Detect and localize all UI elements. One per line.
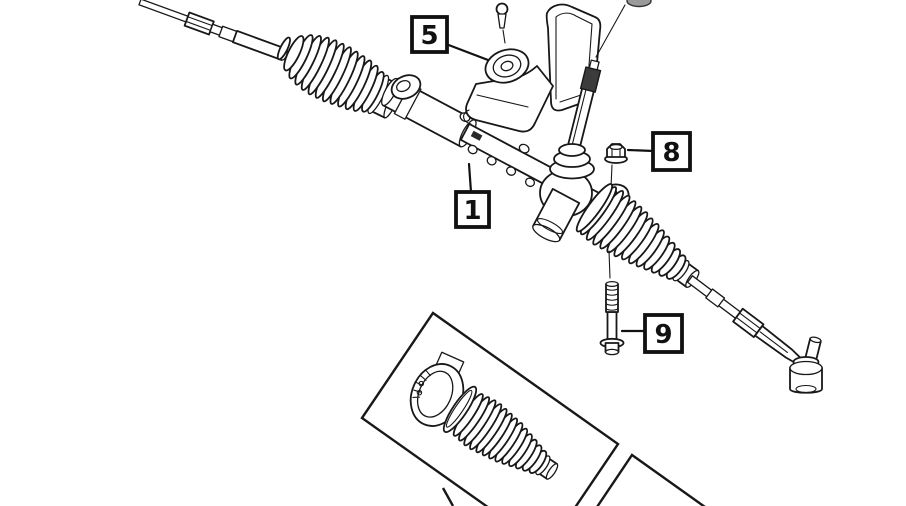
boot-kit-box <box>360 311 620 506</box>
callout-8-label: 8 <box>662 138 680 168</box>
callout-5-leader <box>444 42 490 62</box>
shaft-base-collar <box>558 143 586 157</box>
valve-lower-cap <box>532 188 581 243</box>
clamp-inner-ring <box>416 370 454 418</box>
right-inner-tie-rod <box>686 275 802 365</box>
callout-1-label: 1 <box>463 196 481 226</box>
right-boot-big-end <box>575 183 614 233</box>
left-rod-hex-adjuster <box>183 11 215 36</box>
left-inner-tie-rod <box>138 0 288 61</box>
kit-box-partial-edge <box>441 487 455 506</box>
bolt-leader-line <box>608 250 611 279</box>
right-rod-step <box>705 288 726 308</box>
callout-9-box[interactable] <box>643 313 684 354</box>
callout-5-label: 5 <box>420 21 438 51</box>
tie-rod-end <box>789 336 823 394</box>
column-stub-cutoff <box>626 0 652 8</box>
bracket-screw <box>495 2 509 44</box>
kit-boot-open-end <box>442 385 478 433</box>
callout-5-box[interactable] <box>410 15 449 54</box>
pinion-valve-housing <box>532 169 593 243</box>
screw-shaft <box>497 13 507 29</box>
screw-head <box>495 2 509 16</box>
kit-boot-ribs <box>452 393 548 474</box>
flange-nut-part8 <box>604 143 628 164</box>
callout-8-leader <box>626 148 656 153</box>
mounting-bolt-part9 <box>599 280 625 356</box>
callout-9[interactable]: 9 <box>643 313 684 354</box>
callout-1[interactable]: 1 <box>454 190 491 229</box>
second-kit-box <box>596 453 706 506</box>
callout-1-leader <box>467 162 473 194</box>
boot-kit-bellows <box>442 385 559 480</box>
callout-5[interactable]: 5 <box>410 15 449 54</box>
input-shaft <box>564 59 602 159</box>
callout-8-box[interactable] <box>651 131 692 172</box>
callout-9-label: 9 <box>654 320 672 350</box>
column-stub-leader-line <box>595 4 626 58</box>
housing-top-nut <box>518 143 530 154</box>
callout-1-box[interactable] <box>454 190 491 229</box>
bolt-thread <box>605 283 619 313</box>
callout-8[interactable]: 8 <box>651 131 692 172</box>
housing-marking <box>470 130 483 141</box>
left-boot-ribs <box>283 34 385 113</box>
right-bellows-boot <box>575 183 700 288</box>
input-shaft-tip <box>588 59 600 71</box>
left-mount-bushing <box>390 74 422 100</box>
bracket-bushing <box>484 48 530 84</box>
left-boot-small-end <box>276 36 291 61</box>
bolt-shank <box>606 311 618 341</box>
left-bellows-boot <box>276 34 402 119</box>
